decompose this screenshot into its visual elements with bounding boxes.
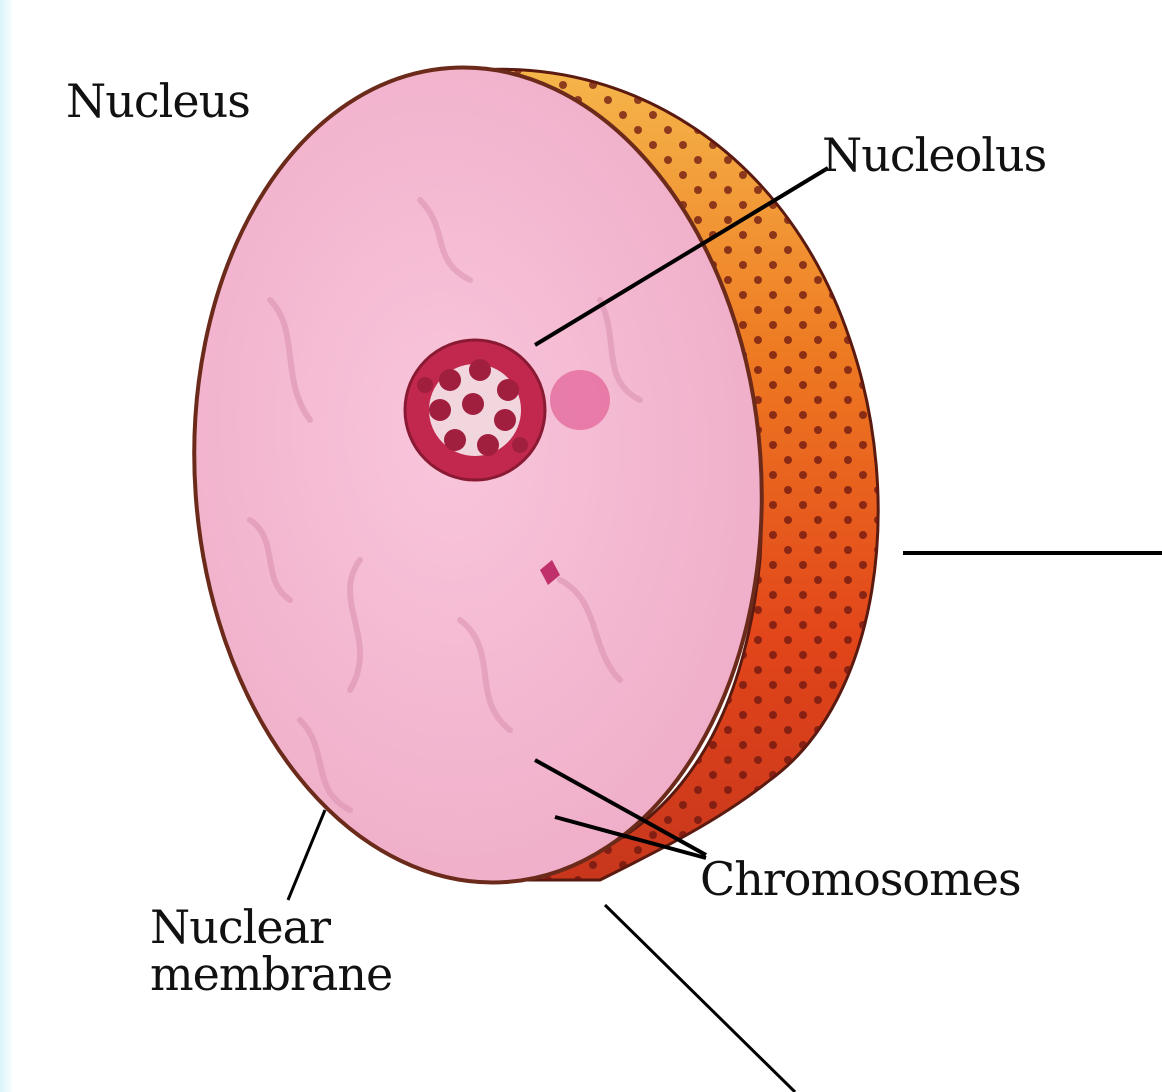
nuclear-membrane-leader-line: [288, 810, 325, 900]
label-nuclear-membrane-line2: membrane: [150, 951, 392, 998]
label-nuclear-membrane-line1: Nuclear: [150, 904, 392, 951]
label-nucleus: Nucleus: [66, 78, 250, 124]
label-nuclear-membrane: Nuclear membrane: [150, 904, 392, 999]
label-nucleolus: Nucleolus: [822, 132, 1046, 178]
label-chromosomes: Chromosomes: [700, 856, 1021, 902]
lower-pointer-line: [605, 905, 795, 1092]
